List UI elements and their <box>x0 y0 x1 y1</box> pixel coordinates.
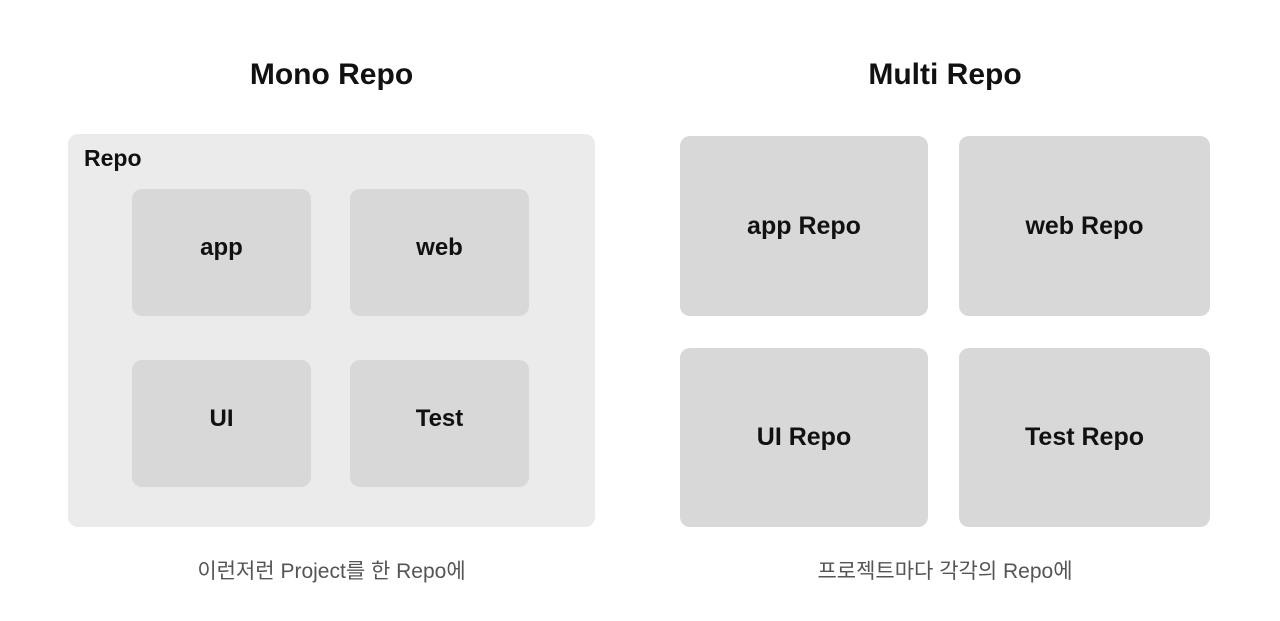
multi-box-app-repo: app Repo <box>680 136 928 316</box>
multi-repo-caption: 프로젝트마다 각각의 Repo에 <box>817 560 1073 583</box>
multi-repo-title: Multi Repo <box>868 58 1022 91</box>
multi-box-web-repo: web Repo <box>959 136 1210 316</box>
mono-box-web: web <box>350 189 529 316</box>
mono-repo-caption: 이런저런 Project를 한 Repo에 <box>197 560 466 583</box>
mono-repo-container-label: Repo <box>84 145 142 171</box>
mono-box-ui: UI <box>132 360 311 487</box>
multi-box-ui-repo: UI Repo <box>680 348 928 527</box>
mono-box-app: app <box>132 189 311 316</box>
multi-box-test-repo: Test Repo <box>959 348 1210 527</box>
mono-repo-container: Repo app web UI Test <box>68 134 595 527</box>
mono-repo-title: Mono Repo <box>249 58 414 91</box>
mono-box-test: Test <box>350 360 529 487</box>
